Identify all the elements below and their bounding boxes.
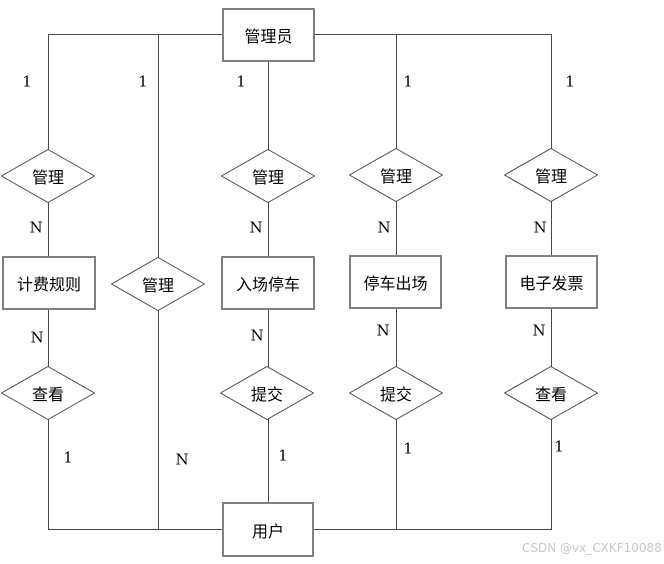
cardinality-lower-n-col3: N (250, 326, 264, 345)
entity-billing-rules: 计费规则 (2, 256, 96, 310)
relationship-view-invoice-label: 查看 (534, 385, 567, 404)
entity-administrator: 管理员 (222, 8, 315, 62)
watermark: CSDN @vx_CXKF10088 (522, 541, 662, 555)
cardinality-top-col4: 1 (403, 72, 413, 91)
entity-entry-parking: 入场停车 (221, 256, 315, 310)
cardinality-lower-n-col4: N (376, 321, 390, 340)
relationship-manage-exit-label: 管理 (379, 167, 412, 186)
diamond-shape (221, 149, 315, 203)
relationship-manage-entry-label: 管理 (251, 168, 284, 187)
relationship-view-billing-label: 查看 (31, 385, 64, 404)
cardinality-upper-n-col5: N (533, 218, 547, 237)
cardinality-bottom-col4: 1 (403, 439, 413, 458)
relationship-view-billing: 查看 (1, 366, 95, 420)
relationship-submit-entry-label: 提交 (250, 385, 283, 404)
entity-parking-exit: 停车出场 (349, 255, 442, 309)
cardinality-bottom-col5: 1 (554, 437, 564, 456)
cardinality-bottom-n-col2: N (175, 450, 189, 469)
entity-electronic-invoice: 电子发票 (505, 255, 598, 309)
relationship-submit-exit: 提交 (349, 366, 443, 420)
cardinality-top-col3: 1 (236, 72, 246, 91)
diamond-shape (1, 149, 95, 203)
cardinality-lower-n-col5: N (532, 321, 546, 340)
entity-billing-rules-label: 计费规则 (16, 275, 81, 294)
diamond-shape (349, 148, 443, 202)
diamond-shape (111, 257, 205, 311)
cardinality-top-col5: 1 (565, 72, 575, 91)
diamond-shape (349, 366, 443, 420)
relationship-view-invoice: 查看 (504, 366, 598, 420)
cardinality-upper-n-col1: N (29, 218, 43, 237)
diamond-shape (504, 366, 598, 420)
diamond-shape (504, 148, 598, 202)
cardinality-upper-n-col4: N (377, 218, 391, 237)
entity-entry-parking-label: 入场停车 (235, 275, 300, 294)
cardinality-upper-n-col3: N (249, 218, 263, 237)
entity-administrator-label: 管理员 (244, 27, 293, 46)
relationship-submit-exit-label: 提交 (379, 385, 412, 404)
relationship-submit-entry: 提交 (220, 366, 314, 420)
relationship-manage-entry: 管理 (221, 149, 315, 203)
entity-parking-exit-label: 停车出场 (363, 274, 428, 293)
relationship-manage-invoice: 管理 (504, 148, 598, 202)
cardinality-lower-n-col1: N (30, 328, 44, 347)
relationship-manage-billing-label: 管理 (31, 168, 64, 187)
relationship-manage-middle-label: 管理 (141, 276, 174, 295)
relationship-manage-invoice-label: 管理 (534, 167, 567, 186)
diamond-shape (1, 366, 95, 420)
diamond-shape (220, 366, 314, 420)
cardinality-bottom-col3: 1 (278, 446, 288, 465)
entity-user: 用户 (222, 502, 314, 557)
cardinality-bottom-col1: 1 (63, 448, 73, 467)
relationship-manage-billing: 管理 (1, 149, 95, 203)
relationship-manage-exit: 管理 (349, 148, 443, 202)
cardinality-top-col1: 1 (22, 72, 32, 91)
relationship-manage-middle: 管理 (111, 257, 205, 311)
cardinality-top-col2: 1 (138, 72, 148, 91)
entity-electronic-invoice-label: 电子发票 (519, 274, 584, 293)
entity-user-label: 用户 (251, 521, 284, 541)
